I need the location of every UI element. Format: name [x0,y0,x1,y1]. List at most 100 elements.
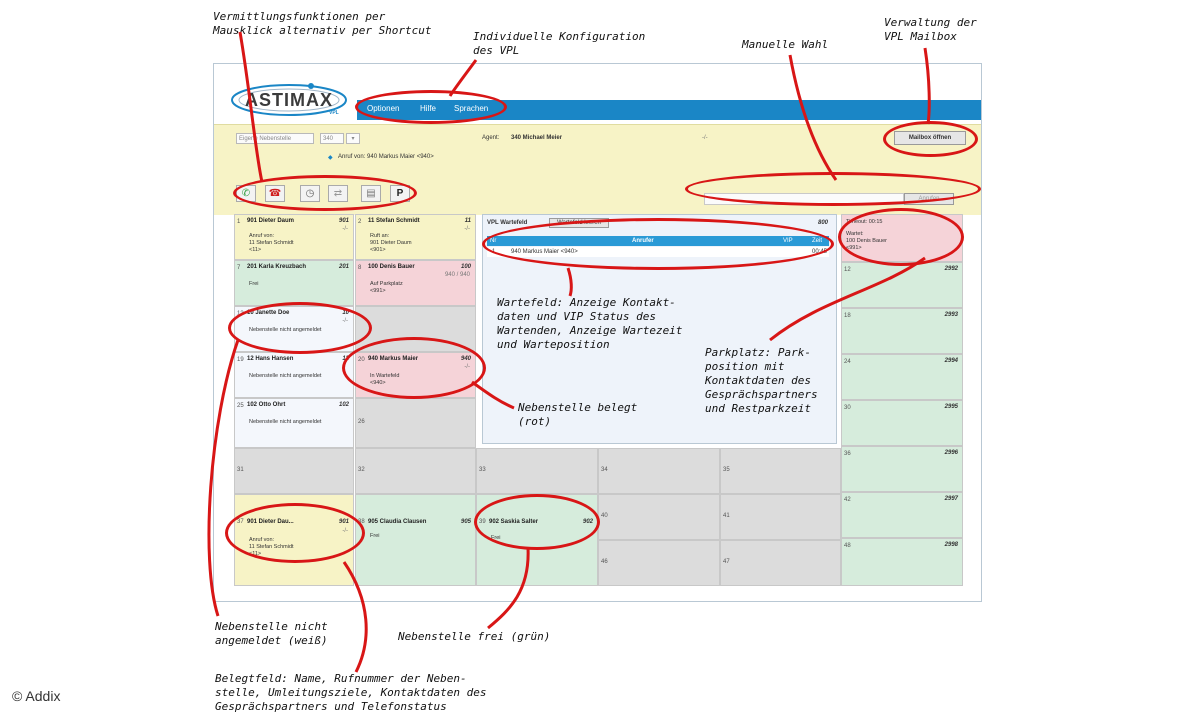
tile-name: 901 Dieter Daum [247,218,295,224]
annotation-mailbox: Verwaltung der VPL Mailbox [884,16,977,43]
highlight-menu-circle [355,90,507,124]
tile-extension-11[interactable]: 2 11 Stefan Schmidt 11 -/- Ruft an: 901 … [355,214,476,260]
park-slot[interactable]: 42 2997 [841,492,963,538]
tile-empty[interactable]: 26 [355,398,476,448]
tile-position: 41 [723,513,730,519]
highlight-wartefeld-circle [482,218,834,270]
tile-ext: 11 [464,218,471,224]
highlight-offline-circle [228,302,372,354]
annotation-parkplatz: Parkplatz: Park- position mit Kontaktdat… [705,346,818,415]
tile-ext: 2993 [944,312,958,318]
tile-name: 100 Denis Bauer [368,264,415,270]
annotation-manuelle-wahl: Manuelle Wahl [742,38,829,51]
logo-text: ASTIMAX [245,90,333,110]
tile-empty[interactable]: 34 [598,448,720,494]
tile-position: 12 [844,267,851,273]
highlight-belegtfeld-circle [225,503,365,563]
annotation-belegt: Nebenstelle belegt (rot) [518,401,638,428]
agent-value: 340 Michael Meier [511,135,563,141]
highlight-mailbox-circle [883,121,978,157]
tile-position: 31 [237,467,244,473]
annotation-wartefeld: Wartefeld: Anzeige Kontakt- daten und VI… [497,296,683,351]
tile-name: 12 Hans Hansen [247,356,294,362]
extension-number-value: 340 [323,136,334,142]
annotation-konfiguration: Individuelle Konfiguration des VPL [473,30,646,57]
tile-line: Anruf von: [249,233,275,239]
tile-ext: 100 [460,264,471,270]
tile-ext: 901 [338,218,349,224]
annotation-vermittlung: Vermittlungsfunktionen per Mausklick alt… [213,10,432,37]
tile-empty[interactable]: 31 [234,448,354,494]
incoming-call-icon: ◆ [328,155,333,161]
tile-extension-905[interactable]: 38 905 Claudia Clausen 905 Frei [355,494,476,586]
wartefeld-ext: 800 [817,220,828,226]
tile-empty[interactable]: 46 [598,540,720,586]
tile-position: 38 [358,519,365,525]
tile-extension-100[interactable]: 8 100 Denis Bauer 100 940 / 940 Auf Park… [355,260,476,306]
tile-name: 905 Claudia Clausen [368,519,427,525]
tile-position: 25 [237,403,244,409]
tile-line: <991> [370,288,386,294]
tile-position: 30 [844,405,851,411]
tile-position: 1 [237,219,241,225]
annotation-belegtfeld: Belegtfeld: Name, Rufnummer der Neben- s… [215,672,487,713]
tile-line: <11> [249,247,262,253]
tile-empty[interactable]: 35 [720,448,841,494]
tile-position: 47 [723,559,730,565]
tile-position: 34 [601,467,608,473]
tile-ext: 2997 [944,496,958,502]
tile-empty[interactable]: 33 [476,448,598,494]
tile-position: 24 [844,359,851,365]
copyright-text: © Addix [12,688,61,704]
tile-empty[interactable]: 41 [720,494,841,540]
dropdown-chevron-icon[interactable]: ▾ [346,133,360,144]
tile-line: Auf Parkplatz [370,281,403,287]
tile-empty[interactable]: 32 [355,448,476,494]
tile-position: 18 [844,313,851,319]
tile-extension-102[interactable]: 25 102 Otto Ohrt 102 Nebenstelle nicht a… [234,398,354,448]
tile-position: 42 [844,497,851,503]
tile-empty[interactable]: 47 [720,540,841,586]
tile-status: -/- [464,226,470,232]
astimax-logo: ASTIMAX VPL [231,80,351,120]
tile-line: <901> [370,247,386,253]
agent-label: Agent: [482,135,500,141]
extension-number-select[interactable]: 340 [320,133,344,144]
tile-line: Frei [370,533,380,539]
logo-subtext: VPL [329,110,339,116]
park-slot[interactable]: 24 2994 [841,354,963,400]
tile-position: 32 [358,467,365,473]
tile-line: Nebenstelle nicht angemeldet [249,419,322,425]
tile-position: 33 [479,467,486,473]
tile-line: 11 Stefan Schmidt [249,240,294,246]
tile-ext: 905 [460,519,471,525]
tile-position: 35 [723,467,730,473]
tile-line: Ruft an: [370,233,390,239]
tile-name: 201 Karla Kreuzbach [247,264,307,270]
tile-extension-901[interactable]: 1 901 Dieter Daum 901 -/- Anruf von: 11 … [234,214,354,260]
tile-status: 940 / 940 [444,272,470,278]
park-slot[interactable]: 18 2993 [841,308,963,354]
tile-position: 40 [601,513,608,519]
tile-name: 11 Stefan Schmidt [368,218,420,224]
tile-ext: 201 [338,264,349,270]
tile-position: 8 [358,265,362,271]
highlight-toolbar-circle [233,175,417,211]
highlight-parkplatz-circle [838,208,964,266]
tile-position: 26 [358,419,365,425]
incoming-call-info: Anruf von: 940 Markus Maier <940> [338,154,434,160]
wartefeld-title: VPL Wartefeld [487,220,528,226]
own-extension-select[interactable]: Eigene Nebenstelle [236,133,314,144]
tile-ext: 2994 [944,358,958,364]
tile-empty[interactable]: 40 [598,494,720,540]
tile-position: 19 [237,357,244,363]
agent-status: -/- [702,135,708,141]
tile-line: 901 Dieter Daum [370,240,412,246]
highlight-busy-circle [342,337,486,399]
highlight-free-circle [474,494,600,550]
